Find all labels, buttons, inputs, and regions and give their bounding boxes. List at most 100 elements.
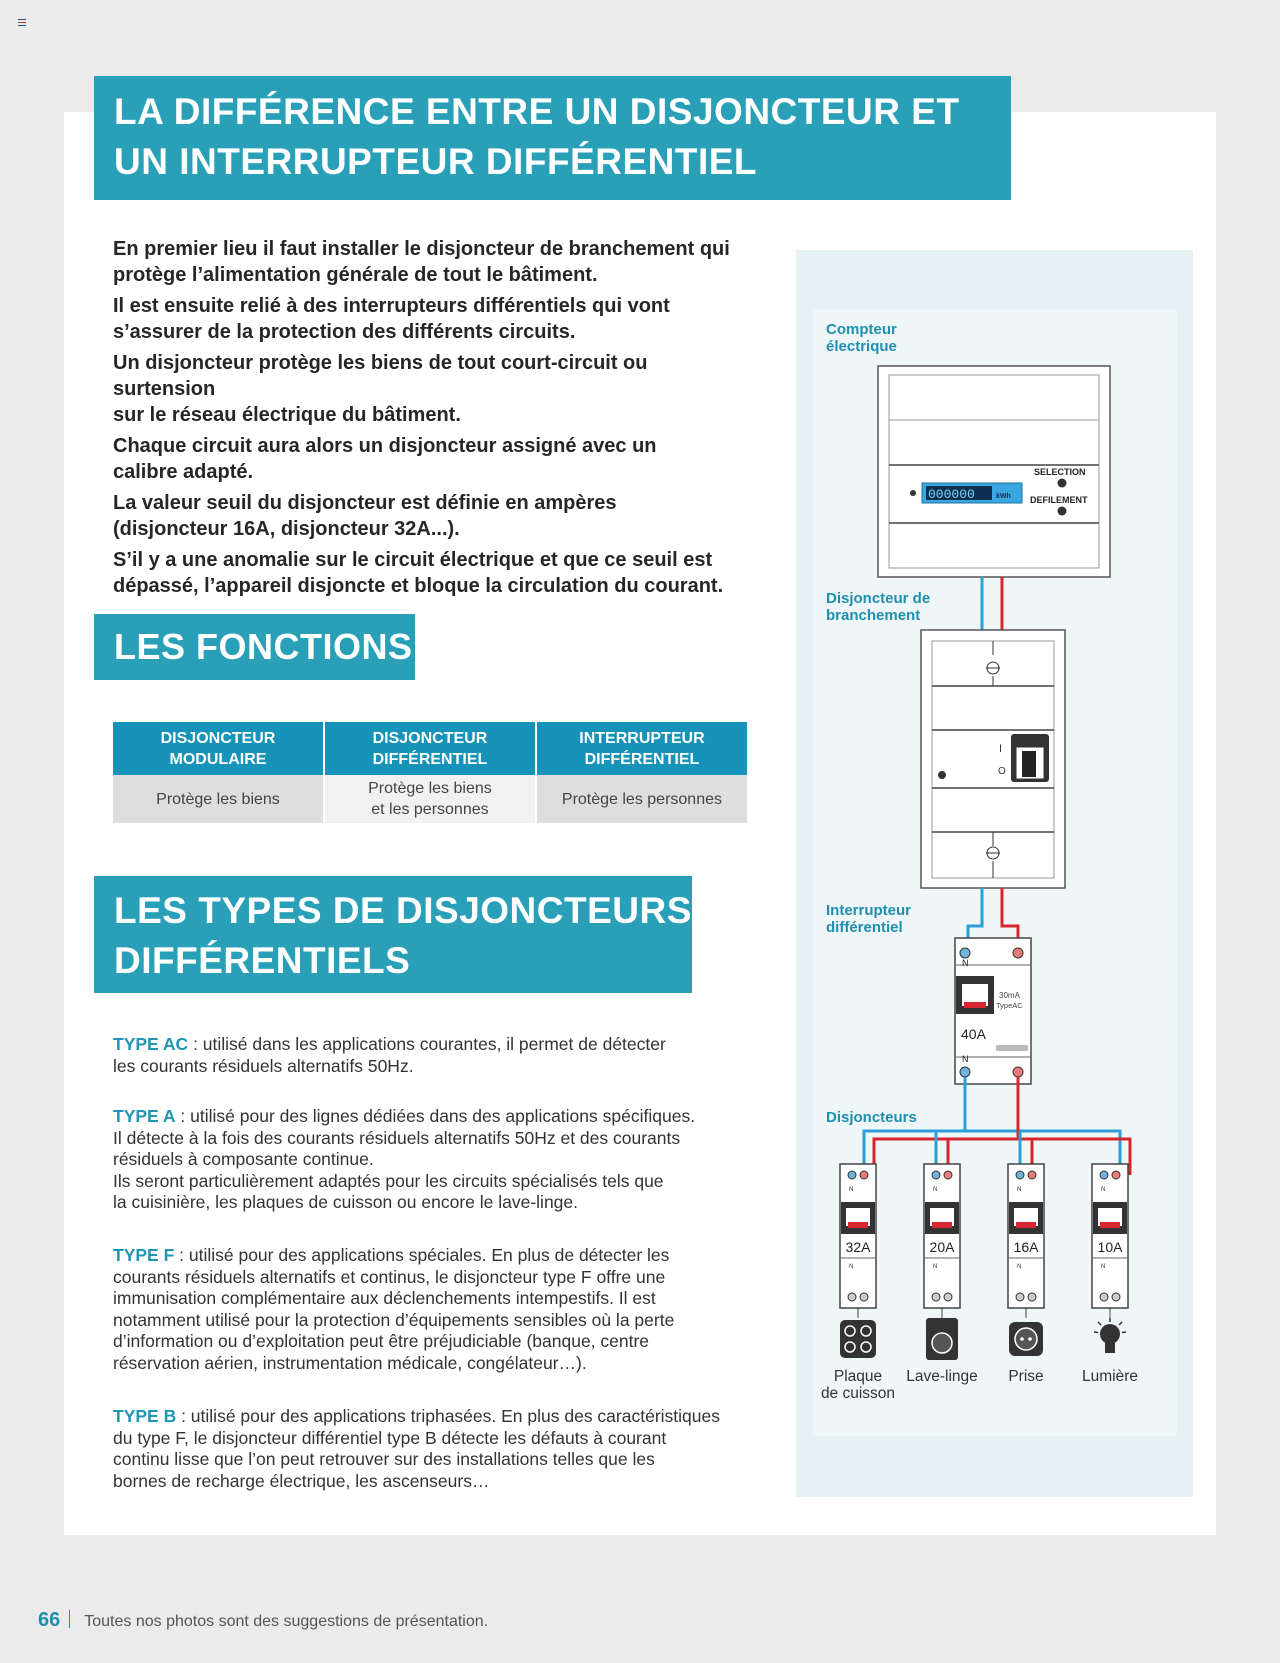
footer-separator bbox=[69, 1610, 71, 1628]
type-line: : utilisé pour des lignes dédiées dans d… bbox=[175, 1106, 696, 1126]
type-line: : utilisé pour des applications triphasé… bbox=[176, 1406, 720, 1426]
compteur-label: Compteur bbox=[826, 321, 897, 338]
appliance-label: Prise bbox=[1008, 1368, 1043, 1385]
type-item: TYPE F : utilisé pour des applications s… bbox=[113, 1245, 753, 1374]
intro-line: La valeur seuil du disjoncteur est défin… bbox=[113, 492, 617, 514]
burner bbox=[860, 1325, 872, 1337]
breaker-flag bbox=[1016, 1222, 1036, 1228]
breaker-rating: 10A bbox=[1098, 1239, 1124, 1255]
burner bbox=[844, 1341, 856, 1353]
neutral-bus bbox=[862, 1129, 965, 1175]
type-item: TYPE B : utilisé pour des applications t… bbox=[113, 1406, 753, 1492]
intro-line: En premier lieu il faut installer le dis… bbox=[113, 238, 730, 260]
rcd-switch: N 30mA TypeAC 40A N bbox=[954, 937, 1032, 1085]
type-name: TYPE AC bbox=[113, 1034, 189, 1054]
branchement-label: branchement bbox=[826, 607, 920, 624]
electric-meter: 000000 kWh SELECTION DEFILEMENT bbox=[877, 365, 1111, 578]
neutral-label: N bbox=[1101, 1187, 1105, 1193]
compteur-label: électrique bbox=[826, 338, 897, 355]
type-line: la cuisinière, les plaques de cuisson ou… bbox=[113, 1192, 578, 1212]
type-name: TYPE B bbox=[113, 1406, 177, 1426]
neutral-terminal bbox=[1015, 1170, 1025, 1180]
breaker-window bbox=[930, 1208, 954, 1226]
breaker-window bbox=[1098, 1208, 1122, 1226]
type-line: continu lisse que l’on peut retrouver su… bbox=[113, 1449, 655, 1469]
output-terminal bbox=[859, 1292, 869, 1302]
neutral-label: N bbox=[962, 958, 969, 968]
switch-on-label: I bbox=[999, 743, 1002, 755]
phase-terminal bbox=[943, 1170, 953, 1180]
type-line: d’information ou d’exploitation peut êtr… bbox=[113, 1331, 650, 1351]
section-title-fonctions: LES FONCTIONS bbox=[94, 614, 415, 680]
interrupteur-label: Interrupteur bbox=[826, 902, 911, 919]
output-terminal bbox=[943, 1292, 953, 1302]
burner bbox=[844, 1325, 856, 1337]
intro-paragraph: En premier lieu il faut installer le dis… bbox=[113, 236, 753, 288]
rcd-sensitivity: 30mA bbox=[999, 991, 1021, 1000]
type-line: notamment utilisé pour la protection d’é… bbox=[113, 1309, 675, 1330]
output-terminal bbox=[931, 1292, 941, 1302]
breaker-flag bbox=[932, 1222, 952, 1228]
intro-paragraph: Chaque circuit aura alors un disjoncteur… bbox=[113, 433, 753, 485]
rcd-rating: 40A bbox=[961, 1026, 987, 1042]
phase-terminal bbox=[1111, 1170, 1121, 1180]
type-line: bornes de recharge électrique, les ascen… bbox=[113, 1470, 490, 1491]
section-title-line: LES TYPES DE DISJONCTEURS bbox=[114, 890, 692, 931]
neutral-terminal bbox=[847, 1170, 857, 1180]
main-breaker: I O bbox=[920, 629, 1066, 889]
disjoncteurs-label: Disjoncteurs bbox=[826, 1109, 917, 1126]
meter-display: 000000 bbox=[928, 487, 975, 502]
type-line: les courants résiduels alternatifs 50Hz. bbox=[113, 1055, 414, 1076]
selection-label: SELECTION bbox=[1034, 467, 1086, 477]
intro-line: S’il y a une anomalie sur le circuit éle… bbox=[113, 549, 713, 571]
type-line: réservation aérien, instrumentation médi… bbox=[113, 1352, 587, 1373]
intro-line: (disjoncteur 16A, disjoncteur 32A...). bbox=[113, 518, 460, 540]
intro-line: dépassé, l’appareil disjoncte et bloque … bbox=[113, 575, 724, 597]
breaker-rating: 16A bbox=[1014, 1239, 1040, 1255]
type-item: TYPE AC : utilisé dans les applications … bbox=[113, 1034, 753, 1077]
bulb-ray bbox=[1097, 1321, 1102, 1326]
burner bbox=[860, 1341, 872, 1353]
output-terminal bbox=[847, 1292, 857, 1302]
neutral-terminal bbox=[1099, 1170, 1109, 1180]
type-name: TYPE F bbox=[113, 1245, 175, 1265]
bulb-ray bbox=[1121, 1331, 1127, 1334]
breaker-body bbox=[923, 1163, 961, 1309]
output-terminal bbox=[1099, 1292, 1109, 1302]
output-terminal bbox=[1111, 1292, 1121, 1302]
socket-hole bbox=[1020, 1337, 1024, 1341]
intro-paragraph: Il est ensuite relié à des interrupteurs… bbox=[113, 293, 753, 345]
neutral-label: N bbox=[849, 1187, 853, 1193]
breaker-window bbox=[846, 1208, 870, 1226]
cooktop-body bbox=[840, 1320, 876, 1358]
menu-icon[interactable] bbox=[18, 19, 26, 26]
selection-button[interactable] bbox=[1057, 478, 1067, 488]
type-line: : utilisé dans les applications courante… bbox=[188, 1034, 666, 1054]
appliance-label: Lumière bbox=[1082, 1368, 1138, 1385]
defilement-button[interactable] bbox=[1057, 506, 1067, 516]
section-title-line: DIFFÉRENTIELS bbox=[114, 940, 411, 981]
rcd-type: TypeAC bbox=[996, 1001, 1023, 1010]
socket-hole bbox=[1028, 1337, 1032, 1341]
meter-unit: kWh bbox=[996, 493, 1011, 500]
type-name: TYPE A bbox=[113, 1106, 176, 1126]
section-title-text: LES FONCTIONS bbox=[114, 626, 413, 667]
neutral-label: N bbox=[933, 1264, 937, 1270]
intro-line: protège l’alimentation générale de tout … bbox=[113, 264, 598, 286]
branchement-label: Disjoncteur de bbox=[826, 590, 930, 607]
type-line: courants résiduels alternatifs et contin… bbox=[113, 1266, 666, 1287]
cooktop-icon bbox=[840, 1320, 876, 1358]
intro-line: sur le réseau électrique du bâtiment. bbox=[113, 404, 461, 426]
intro-paragraph: La valeur seuil du disjoncteur est défin… bbox=[113, 490, 753, 542]
breaker-body bbox=[839, 1163, 877, 1309]
neutral-label: N bbox=[962, 1054, 969, 1064]
